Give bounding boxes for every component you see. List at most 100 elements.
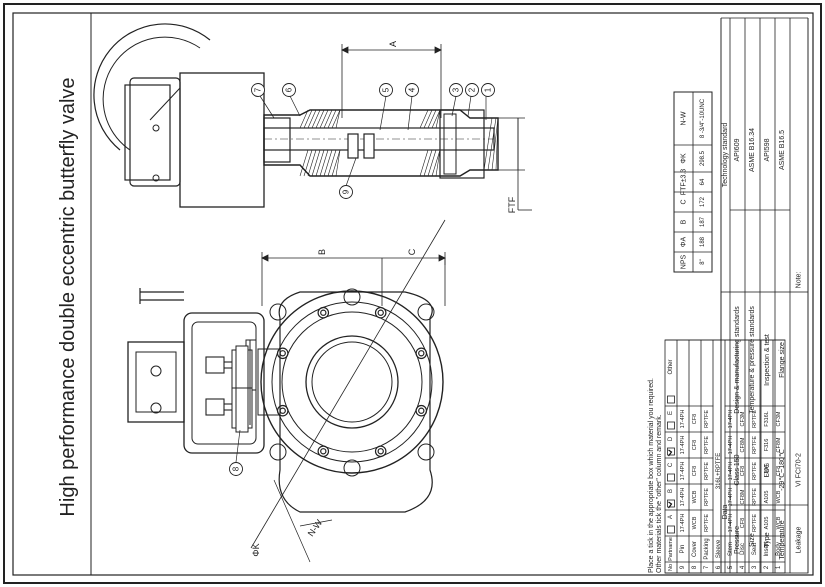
data-value: -29℃~180℃ [779, 449, 786, 491]
part-material: 17-4PH [728, 410, 734, 429]
part-material: F316L [764, 411, 770, 427]
part-material: WCB [692, 516, 698, 529]
merged-cell [713, 340, 725, 536]
part-number: 7 [704, 565, 710, 569]
bolt-hole [374, 306, 387, 319]
drawing-title: High performance double eccentric butter… [57, 77, 79, 516]
gear-operator-front [127, 288, 265, 454]
standard-label: Temperature & pressure standards [749, 306, 756, 414]
balloon-7: 7 [251, 83, 265, 97]
dim-table-header: N-W [681, 111, 688, 125]
part-material: RPTFE [752, 410, 758, 428]
standard-label: Inspection & test [764, 334, 771, 386]
note-line-2: Other materials tick the "other" column … [656, 414, 663, 573]
balloon-2: 2 [465, 83, 479, 97]
hatch-line [319, 149, 329, 177]
parts-header-no: No [668, 564, 674, 571]
part-material: WCB [776, 490, 782, 503]
part-name: Sleeve [716, 539, 722, 558]
balloon-3: 3 [449, 83, 463, 97]
part-material: RPTFE [752, 462, 758, 480]
part-name: Body [776, 542, 782, 556]
option-checkbox[interactable] [667, 525, 675, 534]
part-material: RPTFE [704, 410, 710, 428]
part-material: 17-4PH [728, 462, 734, 481]
standard-label: Flange size [779, 342, 786, 378]
dim-table-header: FTF±3.3 [681, 169, 688, 196]
dim-table-cell: 64 [700, 178, 706, 185]
hatch-line [303, 109, 313, 129]
balloon-1: 1 [481, 83, 495, 97]
option-checkbox[interactable] [667, 421, 675, 430]
part-name: Insert [764, 541, 770, 556]
part-material: RPTFE [752, 514, 758, 532]
hatch-line [419, 109, 429, 129]
part-material: RPTFE [752, 436, 758, 454]
bolt-hole [374, 445, 387, 458]
dim-label-b: B [317, 249, 327, 255]
parts-header-option: B [668, 489, 674, 493]
balloon-5: 5 [379, 83, 393, 97]
data-label: Pressure [734, 526, 741, 554]
hatch-line [319, 109, 329, 129]
balloon-8: 8 [229, 462, 243, 476]
part-material: WCB [692, 490, 698, 503]
part-balloons: 1 2 3 4 5 6 7 8 9 [229, 83, 495, 476]
option-checkbox[interactable] [667, 395, 675, 404]
svg-text:3: 3 [452, 87, 461, 92]
data-label: Leakage [796, 526, 803, 553]
hatch-line [419, 149, 429, 177]
hatch-line [431, 109, 441, 129]
dim-label-k: ΦK [251, 543, 261, 556]
part-material: CF8M [740, 489, 746, 504]
standard-label: Design & manufacturing standards [734, 306, 741, 414]
part-number: 4 [740, 565, 746, 569]
hatch-line [331, 109, 341, 129]
part-number: 3 [752, 565, 758, 569]
hatch-line [311, 109, 321, 129]
hatch-line [307, 149, 317, 177]
part-number: 8 [692, 565, 698, 569]
part-number: 1 [776, 565, 782, 569]
part-material: CF8 [740, 518, 746, 528]
data-heading: Data [722, 505, 729, 520]
balloon-4: 4 [405, 83, 419, 97]
part-name: Disc [740, 543, 746, 555]
parts-table: Place a tick in the appropriate box whic… [648, 339, 786, 574]
hatch-line [435, 109, 441, 129]
valve-body-front [249, 288, 444, 513]
parts-header-option: E [668, 411, 674, 415]
bolt-hole [415, 347, 428, 360]
part-material: RPTFE [704, 462, 710, 480]
hatch-line [423, 149, 433, 177]
standard-value: ASME B16.34 [749, 128, 756, 172]
option-checkbox[interactable] [667, 473, 675, 482]
bolt-hole-inner [418, 350, 425, 357]
part-material: 17-4PH [680, 436, 686, 455]
dim-table-cell: 172 [700, 196, 706, 207]
dim-table-cell: 188 [700, 236, 706, 247]
dim-table-header: NPS [681, 254, 688, 269]
part-material: F316 [764, 439, 770, 452]
part-material: 17-4PH [680, 514, 686, 533]
hatch-line [331, 149, 341, 177]
part-number: 2 [764, 565, 770, 569]
bolt-hole [276, 404, 289, 417]
dim-table-cell: 8 -3/4"-10UNC [700, 98, 706, 138]
hatch-line [435, 149, 441, 177]
part-name: Pin [680, 545, 686, 554]
front-view-dimensions [250, 219, 446, 563]
hatch-line [431, 149, 441, 177]
bolt-hole [317, 445, 330, 458]
hatch-line [323, 109, 333, 129]
hatch-line [327, 149, 337, 177]
hatch-line [299, 149, 309, 177]
dim-table-header: ΦK [681, 153, 688, 164]
parts-header-option: D [668, 436, 674, 441]
hatch-line [315, 149, 325, 177]
balloon-leaders [235, 95, 487, 463]
balloon-9: 9 [339, 185, 353, 199]
valve-section-side [263, 109, 499, 179]
part-material: 17-4PH [680, 410, 686, 429]
